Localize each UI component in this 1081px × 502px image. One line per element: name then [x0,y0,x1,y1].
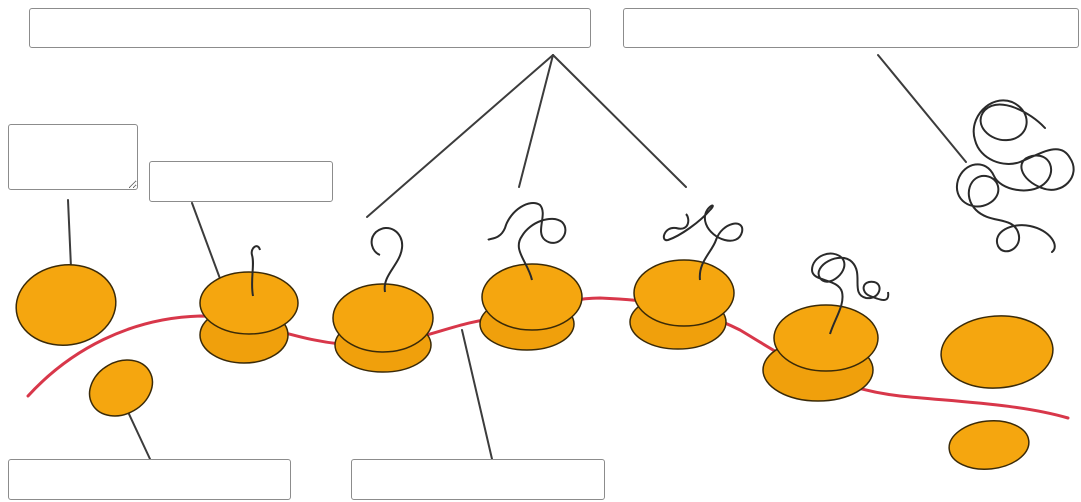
polypeptide-2 [370,227,404,293]
polypeptide-4 [662,204,744,281]
ribosome-1 [199,245,299,364]
leader-lines [67,54,967,460]
label-input-assembled-ribosome[interactable] [149,161,333,202]
label-textarea-free-subunit[interactable] [8,124,138,190]
leader-line-4 [877,54,967,163]
ribosome-3 [479,202,583,351]
leader-line-1 [366,54,554,218]
leader-line-2 [518,54,554,188]
ribosome-2 [332,227,434,373]
free-small-subunit [88,359,154,417]
label-input-top-right[interactable] [623,8,1079,48]
leader-line-8 [461,329,493,460]
released-polypeptide [955,99,1075,253]
ribosome-5 [762,252,890,402]
free-large-subunit [15,264,117,346]
leader-line-6 [191,202,223,285]
ribosome-4 [629,204,744,350]
leader-line-3 [552,54,687,188]
polypeptide-1 [250,245,261,297]
label-input-small-subunit[interactable] [8,459,291,500]
released-small-subunit [948,420,1030,470]
polypeptide-5 [810,252,890,335]
label-input-top-left[interactable] [29,8,591,48]
label-input-mrna[interactable] [351,459,605,500]
released-large-subunit [940,315,1054,389]
polypeptide-3 [487,202,567,281]
